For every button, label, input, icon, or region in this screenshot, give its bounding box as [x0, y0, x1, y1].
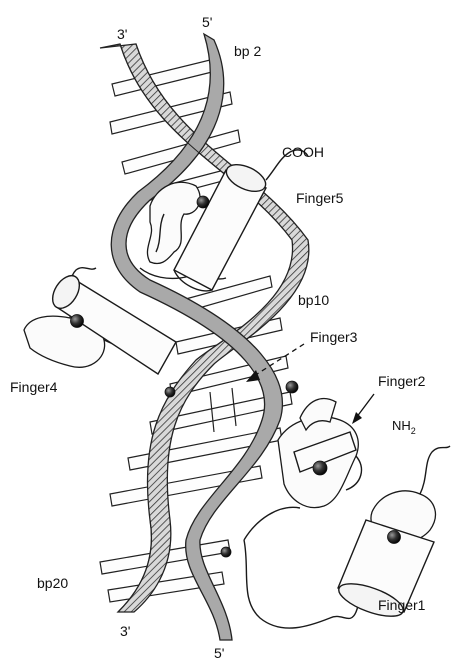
label-5prime-bottom: 5': [214, 645, 224, 660]
label-3prime-top: 3': [117, 26, 127, 42]
label-finger4: Finger4: [10, 379, 58, 395]
finger4-zinc-ion: [71, 315, 84, 328]
label-cooh: COOH: [282, 144, 324, 160]
finger1-zinc-ion: [388, 531, 401, 544]
finger2-domain: [278, 394, 374, 508]
label-nh2: NH2: [392, 418, 416, 436]
label-3prime-bottom: 3': [120, 623, 130, 639]
label-bp2: bp 2: [234, 43, 261, 59]
label-finger1: Finger1: [378, 597, 426, 613]
label-finger3: Finger3: [310, 329, 358, 345]
label-finger2: Finger2: [378, 373, 426, 389]
finger3-zinc-ion: [286, 381, 298, 393]
label-5prime-top: 5': [202, 14, 212, 30]
finger2-zinc-ion: [313, 461, 327, 475]
label-bp20: bp20: [37, 575, 68, 591]
label-bp10: bp10: [298, 292, 329, 308]
label-finger5: Finger5: [296, 190, 344, 206]
finger5-zinc-ion: [197, 196, 209, 208]
